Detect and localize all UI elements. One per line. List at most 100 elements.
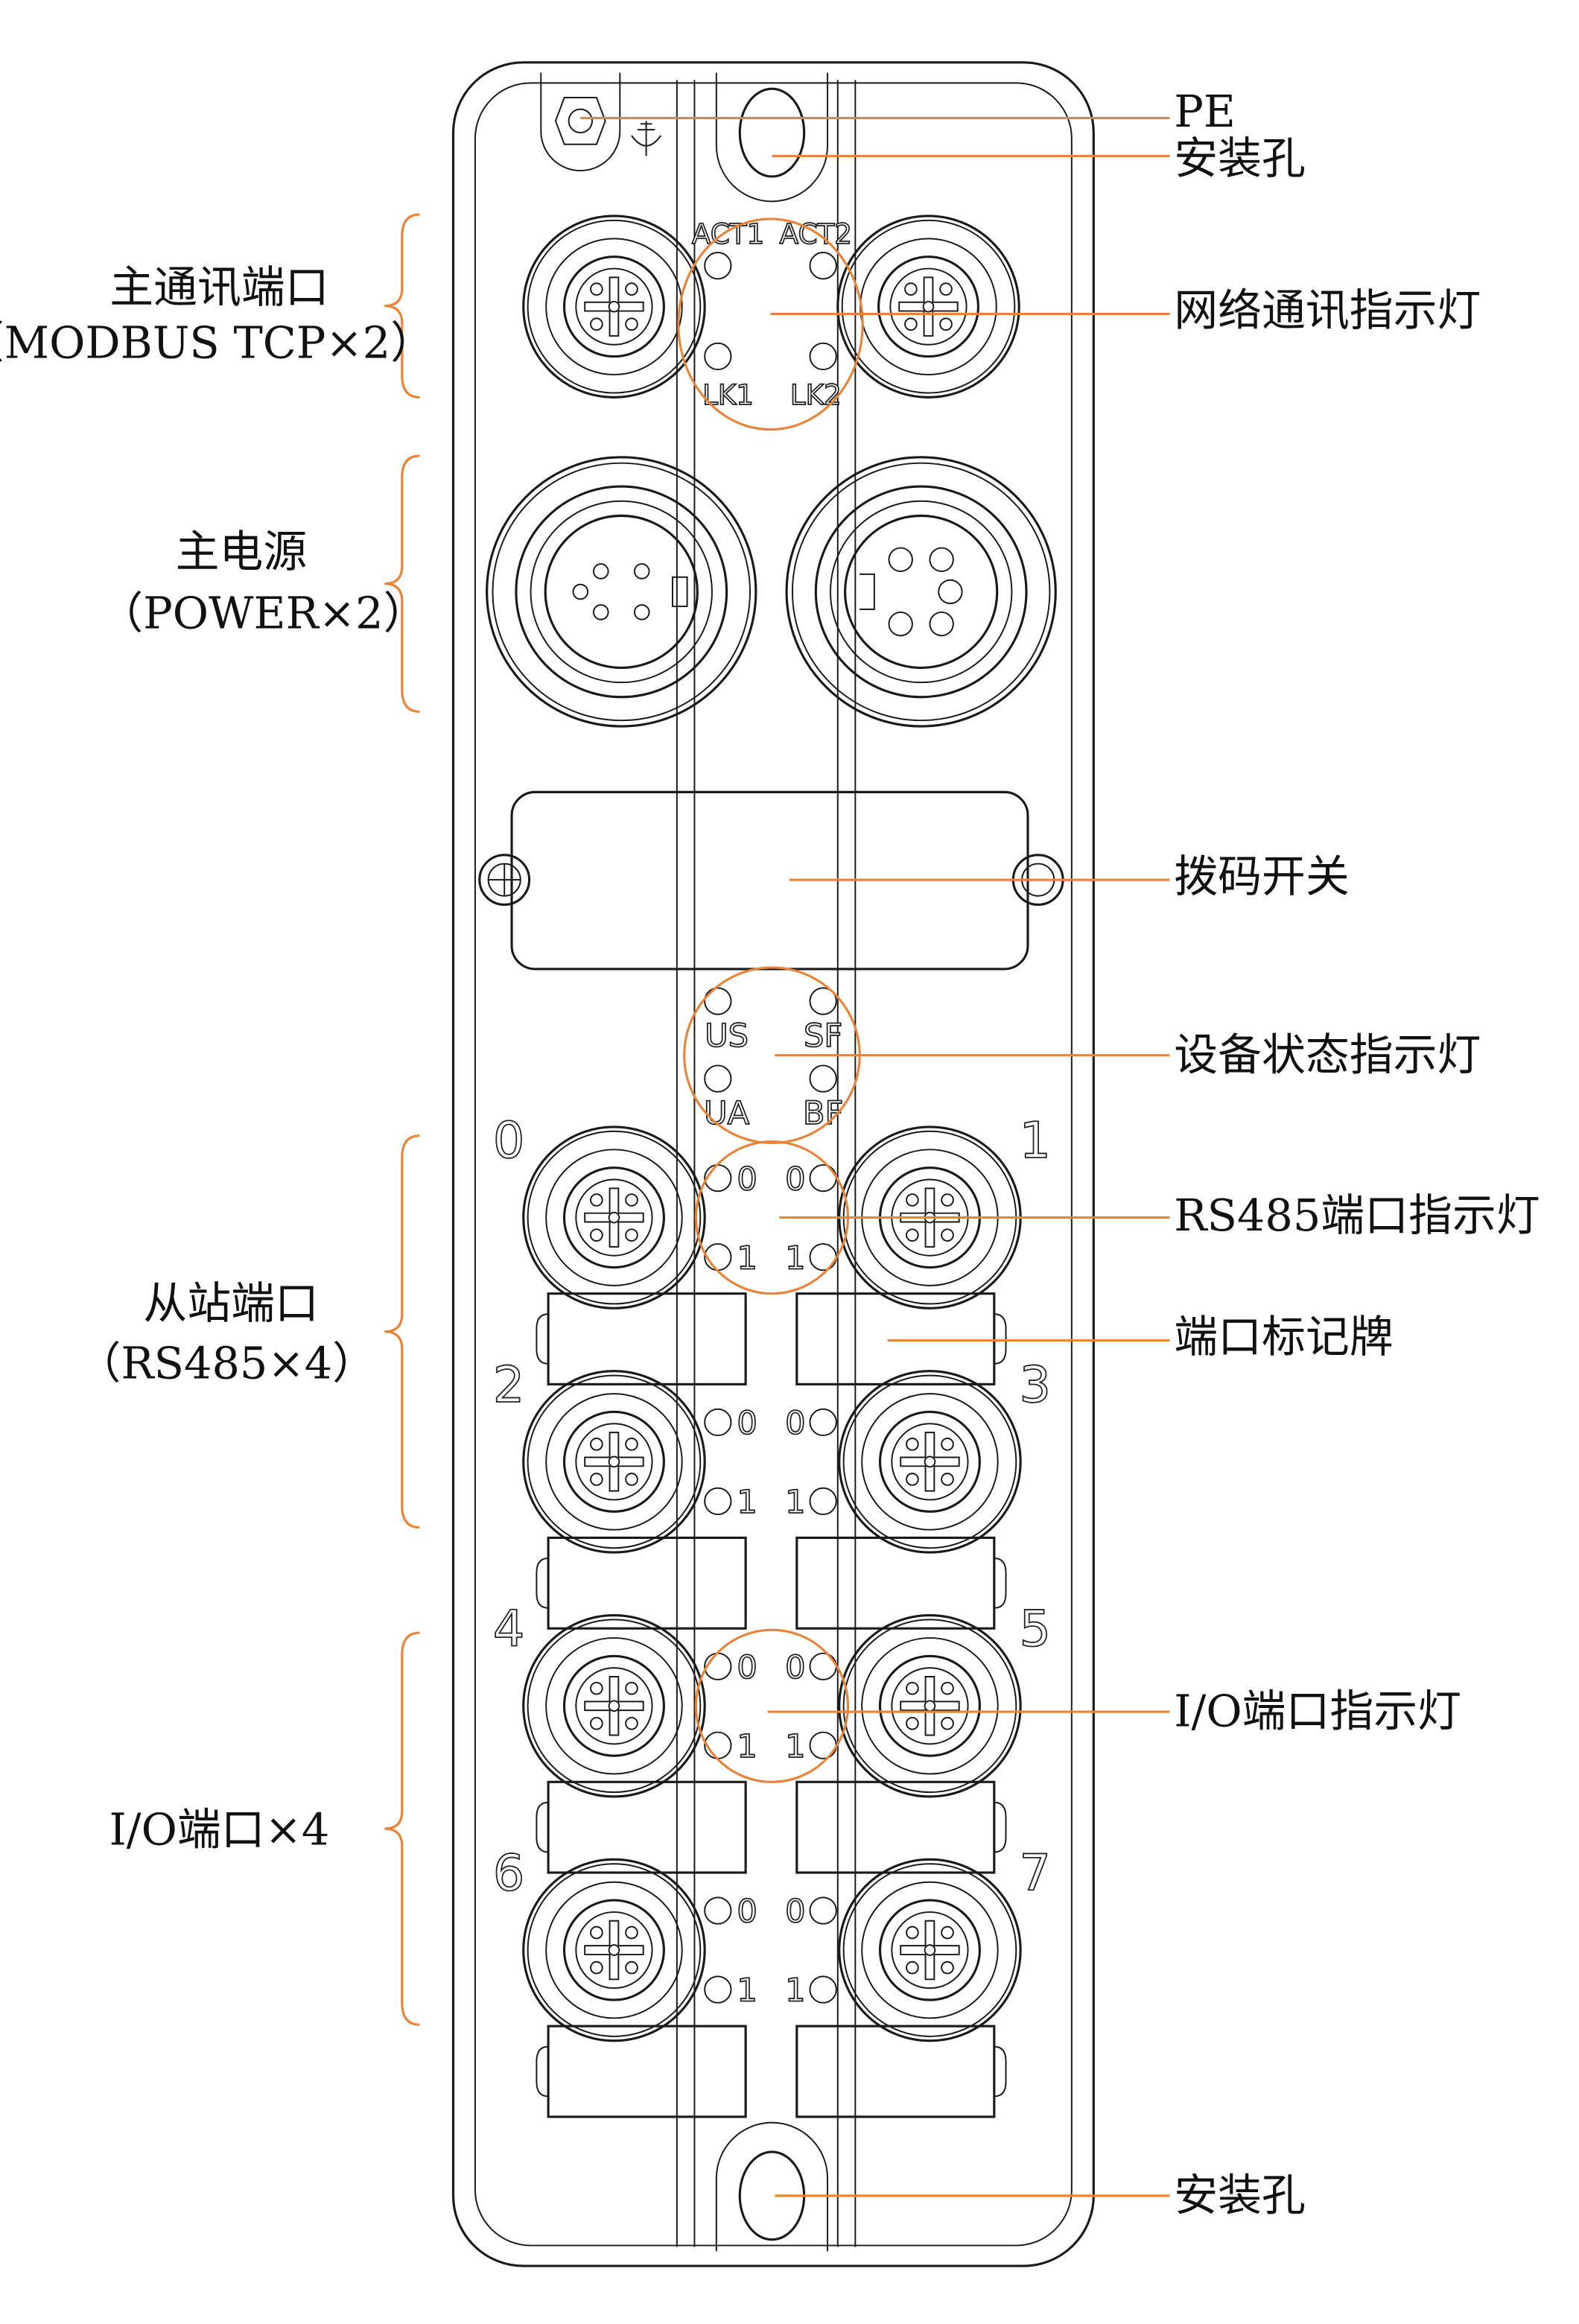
callout-label-mount-top: 安装孔	[1174, 133, 1306, 184]
port-tag-plate-right	[795, 1292, 996, 1385]
pin-hole	[590, 1473, 603, 1486]
pin-hole	[904, 317, 918, 331]
pin-hole	[590, 1961, 603, 1975]
led-act2	[809, 252, 837, 280]
tag-clip	[994, 1557, 1007, 1609]
tag-clip	[994, 1313, 1007, 1365]
channel-label: 1	[785, 1239, 805, 1277]
channel-led	[809, 1408, 837, 1437]
tag-clip	[536, 1801, 549, 1853]
connector-ring	[545, 1881, 683, 2019]
power-ring	[486, 456, 757, 728]
power-port-in	[486, 456, 757, 728]
port-tag-plate-right	[795, 1536, 996, 1630]
port-number-0: 0	[493, 1111, 524, 1169]
pin-hole	[906, 1925, 919, 1940]
led-label-act2: ACT2	[780, 218, 852, 250]
connector-face	[575, 1423, 653, 1501]
brace-main-power	[384, 454, 420, 713]
connector-face	[575, 1178, 653, 1257]
pin-hole	[625, 317, 638, 331]
port-number-4: 4	[493, 1600, 524, 1658]
callout-label-dip: 拨码开关	[1174, 851, 1350, 902]
connector-ring	[861, 1636, 999, 1775]
connector-ring	[562, 1410, 665, 1513]
pin-hole	[625, 1681, 638, 1695]
channel-led	[809, 1731, 837, 1759]
connector-outer-ring	[836, 215, 1020, 399]
m12-port-0	[522, 1126, 706, 1309]
connector-ring	[842, 1863, 1017, 2037]
pin-hole	[625, 1473, 638, 1486]
m12-port-7	[838, 1858, 1022, 2042]
connector-ring	[562, 1654, 665, 1757]
connector-face	[889, 267, 968, 346]
connector-ring	[878, 1654, 981, 1757]
mount-hole	[738, 87, 806, 178]
tag-clip	[536, 1313, 549, 1365]
channel-label: 1	[737, 1972, 757, 2010]
channel-led	[704, 1487, 732, 1516]
power-ring	[785, 456, 1057, 728]
port-number-7: 7	[1020, 1844, 1051, 1902]
channel-led	[809, 1975, 837, 2004]
center-pin	[608, 1211, 620, 1224]
m12-port-2	[522, 1370, 706, 1554]
connector-ring	[877, 255, 979, 358]
power-pin	[633, 563, 650, 580]
m12-port-5	[838, 1613, 1022, 1798]
channel-led	[704, 1896, 732, 1925]
channel-led	[704, 1652, 732, 1680]
tag-clip	[536, 1557, 549, 1609]
pin-hole	[625, 1438, 638, 1451]
port-tag-plate-left	[547, 2025, 747, 2118]
connector-outer-ring	[522, 1858, 706, 2042]
group-label-main-comm: 主通讯端口	[109, 261, 328, 313]
pin-hole	[590, 1228, 603, 1242]
power-port-out	[785, 456, 1057, 728]
callout-label-io-led: I/O端口指示灯	[1174, 1686, 1461, 1737]
pin-cross	[900, 1675, 960, 1736]
m12-port-3	[838, 1370, 1022, 1554]
pin-hole	[939, 282, 953, 296]
connector-ring	[527, 219, 702, 394]
screw-slot	[488, 863, 521, 896]
tag-clip	[536, 2045, 549, 2098]
pin-cross	[584, 276, 644, 337]
brace-slave-port	[384, 1134, 420, 1529]
pin-hole	[941, 1961, 954, 1975]
pin-cross	[584, 1187, 644, 1248]
port-number-5: 5	[1020, 1600, 1051, 1658]
callout-label-rs485-led: RS485端口指示灯	[1174, 1190, 1540, 1241]
power-pin	[938, 579, 963, 605]
led-label-us: US	[705, 1017, 749, 1055]
power-pin	[888, 547, 913, 572]
highlight-net-leds	[677, 218, 864, 431]
callout-label-mount-bottom: 安装孔	[1174, 2169, 1306, 2220]
pin-hole	[906, 1438, 919, 1451]
power-pin	[592, 563, 609, 580]
led-us	[704, 987, 732, 1015]
connector-ring	[878, 1899, 981, 2001]
ethernet-port-1	[522, 215, 706, 399]
pin-hole	[941, 1716, 954, 1730]
pin-hole	[625, 282, 638, 296]
pin-hole	[590, 282, 603, 296]
connector-outer-ring	[522, 215, 706, 399]
led-label-lk2: LK2	[790, 378, 842, 411]
power-ring	[829, 500, 1013, 684]
center-pin	[608, 1700, 620, 1712]
group-label-main-power: 主电源	[176, 526, 308, 577]
power-ring	[492, 462, 751, 722]
center-pin	[608, 300, 620, 313]
pin-hole	[625, 1193, 638, 1207]
m12-port-6	[522, 1858, 706, 2042]
port-tag-plate-left	[547, 1780, 747, 1874]
power-key	[671, 576, 688, 608]
pin-hole	[625, 1925, 638, 1940]
channel-label: 1	[737, 1728, 757, 1765]
ground-mark	[631, 121, 662, 156]
connector-ring	[842, 1374, 1017, 1549]
connector-outer-ring	[838, 1370, 1022, 1554]
